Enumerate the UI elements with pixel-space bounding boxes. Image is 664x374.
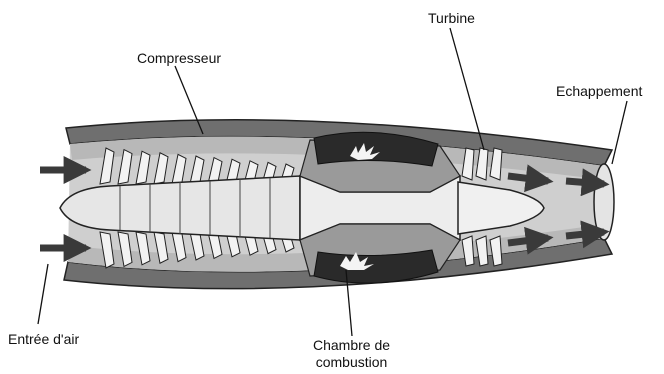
label-echappement: Echappement [556, 83, 642, 100]
flow-arrow-icon [566, 232, 604, 236]
flow-arrow-icon [508, 238, 548, 243]
label-chambre-line1: Chambre de [313, 337, 390, 354]
leader-entree [38, 264, 48, 324]
flow-arrow-icon [566, 181, 604, 184]
label-entree-air: Entrée d'air [8, 331, 79, 348]
leader-echappement [612, 101, 627, 164]
flow-arrow-icon [508, 176, 548, 181]
label-turbine: Turbine [428, 10, 475, 27]
label-chambre-combustion: Chambre de combustion [313, 337, 390, 371]
exhaust-opening [594, 164, 614, 240]
label-chambre-line2: combustion [313, 354, 390, 371]
label-compresseur: Compresseur [137, 50, 221, 67]
